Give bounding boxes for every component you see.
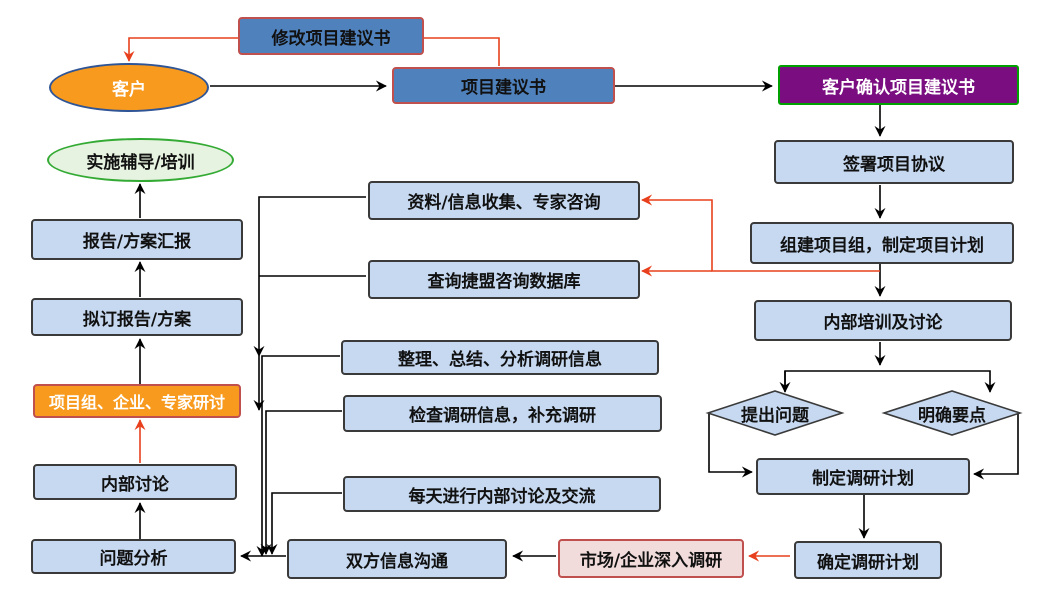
node-label: 每天进行内部讨论及交流 <box>408 486 596 507</box>
node-check-info: 检查调研信息，补充调研 <box>343 395 662 432</box>
node-label: 客户确认项目建议书 <box>822 77 975 98</box>
node-label: 报告/方案汇报 <box>82 232 192 252</box>
node-label: 制定调研计划 <box>812 469 914 489</box>
node-label: 内部讨论 <box>101 474 169 495</box>
node-label: 内部培训及讨论 <box>823 313 943 333</box>
arrow-questions-to-plan <box>708 413 753 478</box>
node-implementation: 实施辅导/培训 <box>47 138 234 182</box>
node-report-presentation: 报告/方案汇报 <box>31 219 243 260</box>
diamond-clarify-points <box>881 390 1023 436</box>
node-label: 资料/信息收集、专家咨询 <box>407 193 601 213</box>
node-internal-training: 内部培训及讨论 <box>754 300 1012 341</box>
node-market-research: 市场/企业深入调研 <box>558 539 744 578</box>
node-label: 查询捷盟咨询数据库 <box>427 272 581 292</box>
node-two-way-comm: 双方信息沟通 <box>287 539 507 579</box>
node-label: 实施辅导/培训 <box>86 152 195 173</box>
arrow-split-to-questions <box>784 370 996 393</box>
node-organize-info: 整理、总结、分析调研信息 <box>341 340 659 375</box>
node-label: 市场/企业深入调研 <box>579 551 723 571</box>
node-label: 双方信息沟通 <box>346 551 448 572</box>
node-confirm-research-plan: 确定调研计划 <box>794 541 942 579</box>
node-make-research-plan: 制定调研计划 <box>756 458 970 495</box>
arrow-points-to-plan <box>973 413 1019 480</box>
label-clarify-points: 明确要点 <box>918 405 986 426</box>
node-modify-proposal: 修改项目建议书 <box>238 17 424 55</box>
node-client-confirm: 客户确认项目建议书 <box>778 65 1019 105</box>
bus-check <box>260 410 342 555</box>
node-label: 项目组、企业、专家研讨 <box>48 393 225 412</box>
node-label: 确定调研计划 <box>817 552 919 573</box>
node-internal-discussion: 内部讨论 <box>33 464 237 500</box>
node-client: 客户 <box>49 63 209 112</box>
node-sign-agreement: 签署项目协议 <box>774 140 1014 184</box>
node-label: 组建项目组，制定项目计划 <box>780 235 984 256</box>
node-form-team: 组建项目组，制定项目计划 <box>750 222 1014 264</box>
node-label: 拟订报告/方案 <box>82 309 192 330</box>
bus-daily <box>266 492 342 555</box>
node-query-database: 查询捷盟咨询数据库 <box>368 260 640 299</box>
arrow-team-to-collect <box>641 194 880 272</box>
node-daily-discussion: 每天进行内部讨论及交流 <box>343 476 661 512</box>
node-label: 问题分析 <box>99 549 168 569</box>
bus-collect <box>253 196 366 357</box>
node-collect-info: 资料/信息收集、专家咨询 <box>368 181 640 220</box>
node-label: 签署项目协议 <box>843 154 945 175</box>
node-label: 整理、总结、分析调研信息 <box>398 350 602 370</box>
node-draft-report: 拟订报告/方案 <box>31 298 243 336</box>
bus-organize <box>256 355 340 557</box>
node-label: 项目建议书 <box>461 78 546 98</box>
node-label: 检查调研信息，补充调研 <box>409 406 596 426</box>
node-label: 客户 <box>112 80 146 100</box>
node-label: 修改项目建议书 <box>271 28 391 49</box>
node-joint-workshop: 项目组、企业、专家研讨 <box>33 384 241 418</box>
node-project-proposal: 项目建议书 <box>392 67 615 104</box>
label-raise-questions: 提出问题 <box>741 405 809 426</box>
diamond-raise-questions <box>705 390 845 436</box>
node-problem-analysis: 问题分析 <box>31 539 236 574</box>
